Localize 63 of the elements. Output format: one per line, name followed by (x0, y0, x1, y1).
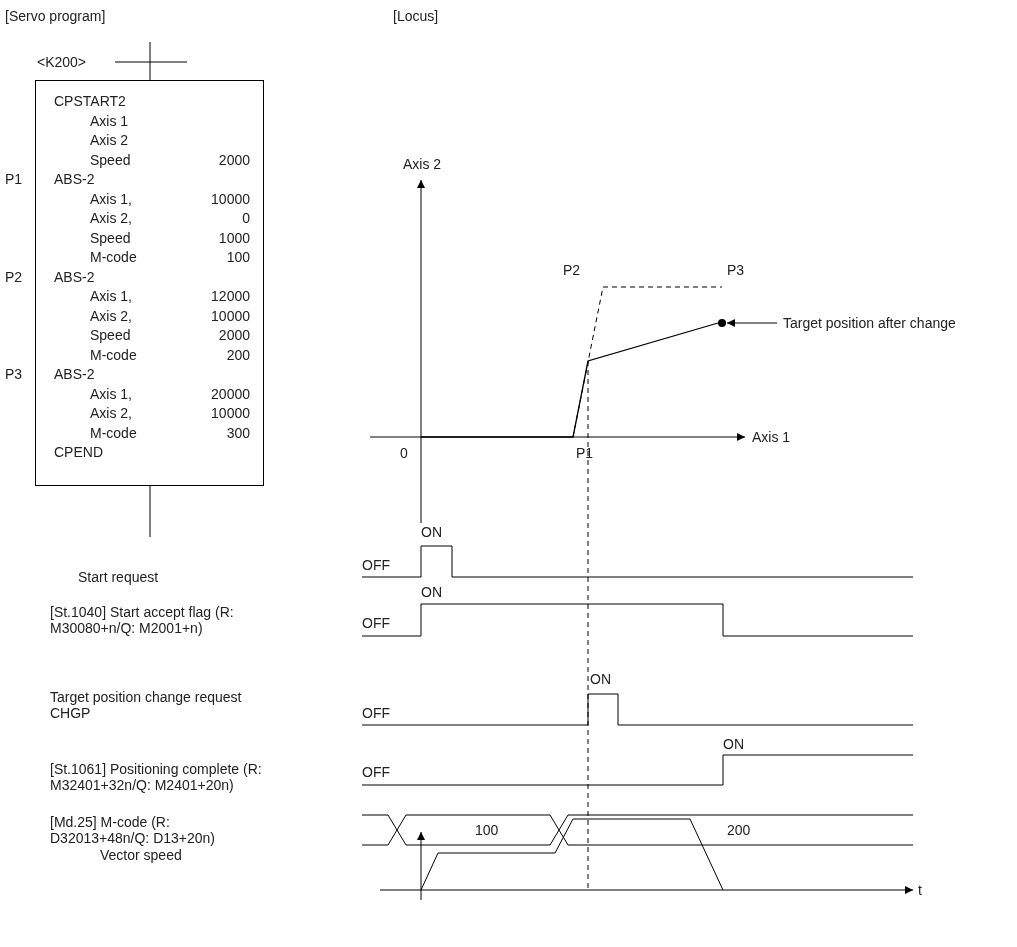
code-line: Axis 2, (90, 210, 132, 226)
code-line: Speed (90, 151, 131, 168)
point-label: P1 (5, 171, 23, 187)
signal-name: [St.1061] Positioning complete (R: M32401+32n/Q: M2401+20n) (50, 761, 263, 793)
axis-label: t (918, 882, 922, 898)
leader-line (726, 319, 778, 327)
code-line: M-code (90, 346, 137, 363)
signal-name: [Md.25] M-code (R: D32013+48n/Q: D13+20n) (50, 814, 216, 846)
signal-name: [St.1040] Start accept flag (R: M30080+n/Q: M2001+n) (50, 604, 235, 636)
code-line: ABS-2 (54, 268, 95, 285)
code-line: Axis 1, (90, 190, 132, 207)
state-label: OFF (362, 615, 390, 631)
state-label: ON (723, 736, 744, 752)
state-label: ON (421, 584, 442, 600)
origin-label: 0 (400, 445, 408, 461)
state-label: ON (421, 524, 442, 540)
code-value: 10000 (211, 190, 250, 207)
code-line: Axis 1 (90, 112, 129, 129)
state-label: ON (590, 671, 611, 687)
code-line: Axis 2, (90, 307, 132, 324)
code-value: 20000 (211, 385, 250, 402)
code-line: Axis 2, (90, 405, 132, 421)
code-value: 2000 (218, 151, 250, 168)
state-label: OFF (362, 557, 390, 573)
bus-value: 100 (475, 822, 499, 838)
code-value: 300 (226, 424, 250, 441)
state-label: OFF (362, 705, 390, 721)
point-label: P2 (5, 268, 23, 285)
point-label: P3 (5, 366, 23, 382)
code-line: M-code (90, 249, 137, 265)
axis-label: Axis 1 (752, 429, 791, 445)
code-line: Speed (90, 327, 131, 343)
callout-text: Target position after change (783, 315, 956, 331)
code-value: 1000 (218, 229, 250, 246)
bus-value: 200 (727, 822, 751, 838)
code-line: Speed (90, 229, 131, 246)
code-line: CPEND (54, 444, 103, 460)
code-line: M-code (90, 424, 137, 441)
signal-name: Vector speed (100, 847, 182, 863)
section-title: [Locus] (393, 8, 439, 24)
code-line: ABS-2 (54, 366, 95, 382)
code-line: ABS-2 (54, 171, 95, 187)
code-line: Axis 1, (90, 288, 132, 304)
code-value: 100 (226, 249, 250, 265)
signal-name: Target position change request CHGP (50, 689, 243, 721)
point-label: P1 (576, 445, 594, 461)
signal-name: Start request (78, 569, 159, 585)
code-value: 200 (226, 346, 250, 363)
code-value: 12000 (211, 288, 250, 304)
point-label: P2 (563, 262, 581, 278)
code-line: Axis 2 (90, 132, 129, 148)
target-dot (718, 319, 726, 327)
step-label: <K200> (37, 54, 87, 70)
code-value: 2000 (218, 327, 250, 343)
code-value: 10000 (211, 405, 250, 421)
state-label: OFF (362, 764, 390, 780)
code-line: CPSTART2 (54, 93, 126, 109)
code-line: Axis 1, (90, 385, 132, 402)
code-value: 10000 (211, 307, 250, 324)
section-title: [Servo program] (5, 8, 106, 24)
axis-label: Axis 2 (403, 156, 442, 172)
point-label: P3 (727, 262, 745, 278)
code-value: 0 (242, 210, 250, 226)
